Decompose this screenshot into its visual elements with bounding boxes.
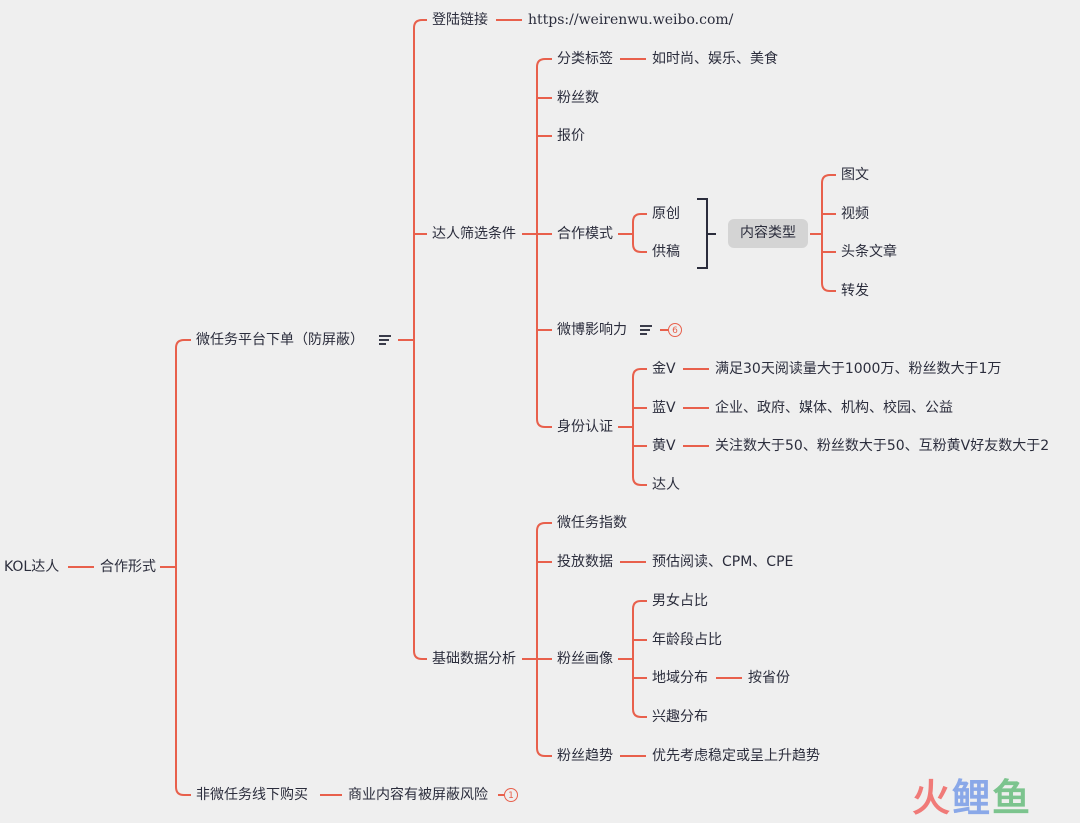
summary-content-type[interactable]: 内容类型 — [728, 219, 808, 248]
node-coop-form[interactable]: 合作形式 — [100, 559, 156, 575]
node-blue-v-desc[interactable]: 企业、政府、媒体、机构、校园、公益 — [715, 400, 953, 416]
node-login-link[interactable]: 登陆链接 — [432, 12, 488, 28]
connector-line — [632, 243, 647, 253]
note-icon[interactable] — [640, 325, 652, 335]
node-yellow-v[interactable]: 黄V — [652, 438, 676, 454]
node-offline-buy[interactable]: 非微任务线下购买 — [196, 787, 308, 803]
connector-line — [632, 476, 647, 486]
node-fans[interactable]: 粉丝数 — [557, 90, 599, 106]
connector-line — [632, 368, 647, 378]
node-portrait[interactable]: 粉丝画像 — [557, 651, 613, 667]
node-blue-v[interactable]: 蓝V — [652, 400, 676, 416]
node-type-image-text[interactable]: 图文 — [841, 167, 869, 183]
node-age[interactable]: 年龄段占比 — [652, 632, 722, 648]
connector-line — [821, 282, 836, 292]
node-original[interactable]: 原创 — [652, 206, 680, 222]
connector-line — [536, 418, 552, 428]
node-gold-v-desc[interactable]: 满足30天阅读量大于1000万、粉丝数大于1万 — [715, 361, 1002, 377]
connector-line — [413, 650, 427, 660]
node-coop-mode[interactable]: 合作模式 — [557, 226, 613, 242]
node-trend-desc[interactable]: 优先考虑稳定或呈上升趋势 — [652, 748, 820, 764]
note-icon[interactable] — [379, 335, 391, 345]
connector-line — [632, 213, 647, 223]
node-filter[interactable]: 达人筛选条件 — [432, 226, 516, 242]
collapsed-count-badge[interactable]: 1 — [504, 788, 518, 802]
node-gender[interactable]: 男女占比 — [652, 593, 708, 609]
connector-line — [536, 522, 552, 532]
node-type-headline[interactable]: 头条文章 — [841, 244, 897, 260]
node-gold-v[interactable]: 金V — [652, 361, 676, 377]
node-category[interactable]: 分类标签 — [557, 51, 613, 67]
watermark-logo: 火鲤鱼 — [912, 776, 1033, 820]
node-platform-order[interactable]: 微任务平台下单（防屏蔽） — [196, 332, 364, 348]
connector-line — [536, 58, 552, 68]
node-delivery[interactable]: 投放数据 — [557, 554, 613, 570]
node-region[interactable]: 地域分布 — [652, 670, 708, 686]
connector-line — [536, 747, 552, 757]
node-contribution[interactable]: 供稿 — [652, 244, 680, 260]
connector-line — [413, 19, 427, 29]
node-analysis[interactable]: 基础数据分析 — [432, 651, 516, 667]
collapsed-count-badge[interactable]: 6 — [668, 323, 682, 337]
node-talent[interactable]: 达人 — [652, 477, 680, 493]
node-block-risk[interactable]: 商业内容有被屏蔽风险 — [348, 787, 488, 803]
connector-line — [175, 339, 191, 349]
node-price[interactable]: 报价 — [557, 128, 585, 144]
node-influence[interactable]: 微博影响力 — [557, 322, 627, 338]
node-category-example[interactable]: 如时尚、娱乐、美食 — [652, 51, 778, 67]
connector-line — [175, 786, 191, 796]
node-type-video[interactable]: 视频 — [841, 206, 869, 222]
node-task-index[interactable]: 微任务指数 — [557, 515, 627, 531]
node-delivery-metrics[interactable]: 预估阅读、CPM、CPE — [652, 554, 794, 570]
node-url[interactable]: https://weirenwu.weibo.com/ — [528, 12, 734, 28]
node-auth[interactable]: 身份认证 — [557, 419, 613, 435]
connector-line — [821, 174, 836, 184]
connector-line — [632, 600, 647, 610]
node-trend[interactable]: 粉丝趋势 — [557, 748, 613, 764]
root-node[interactable]: KOL达人 — [4, 559, 60, 575]
summary-bracket — [697, 198, 716, 269]
node-interest[interactable]: 兴趣分布 — [652, 709, 708, 725]
node-type-repost[interactable]: 转发 — [841, 283, 869, 299]
connector-line — [632, 708, 647, 718]
node-yellow-v-desc[interactable]: 关注数大于50、粉丝数大于50、互粉黄V好友数大于2 — [715, 438, 1050, 454]
node-by-province[interactable]: 按省份 — [748, 670, 790, 686]
